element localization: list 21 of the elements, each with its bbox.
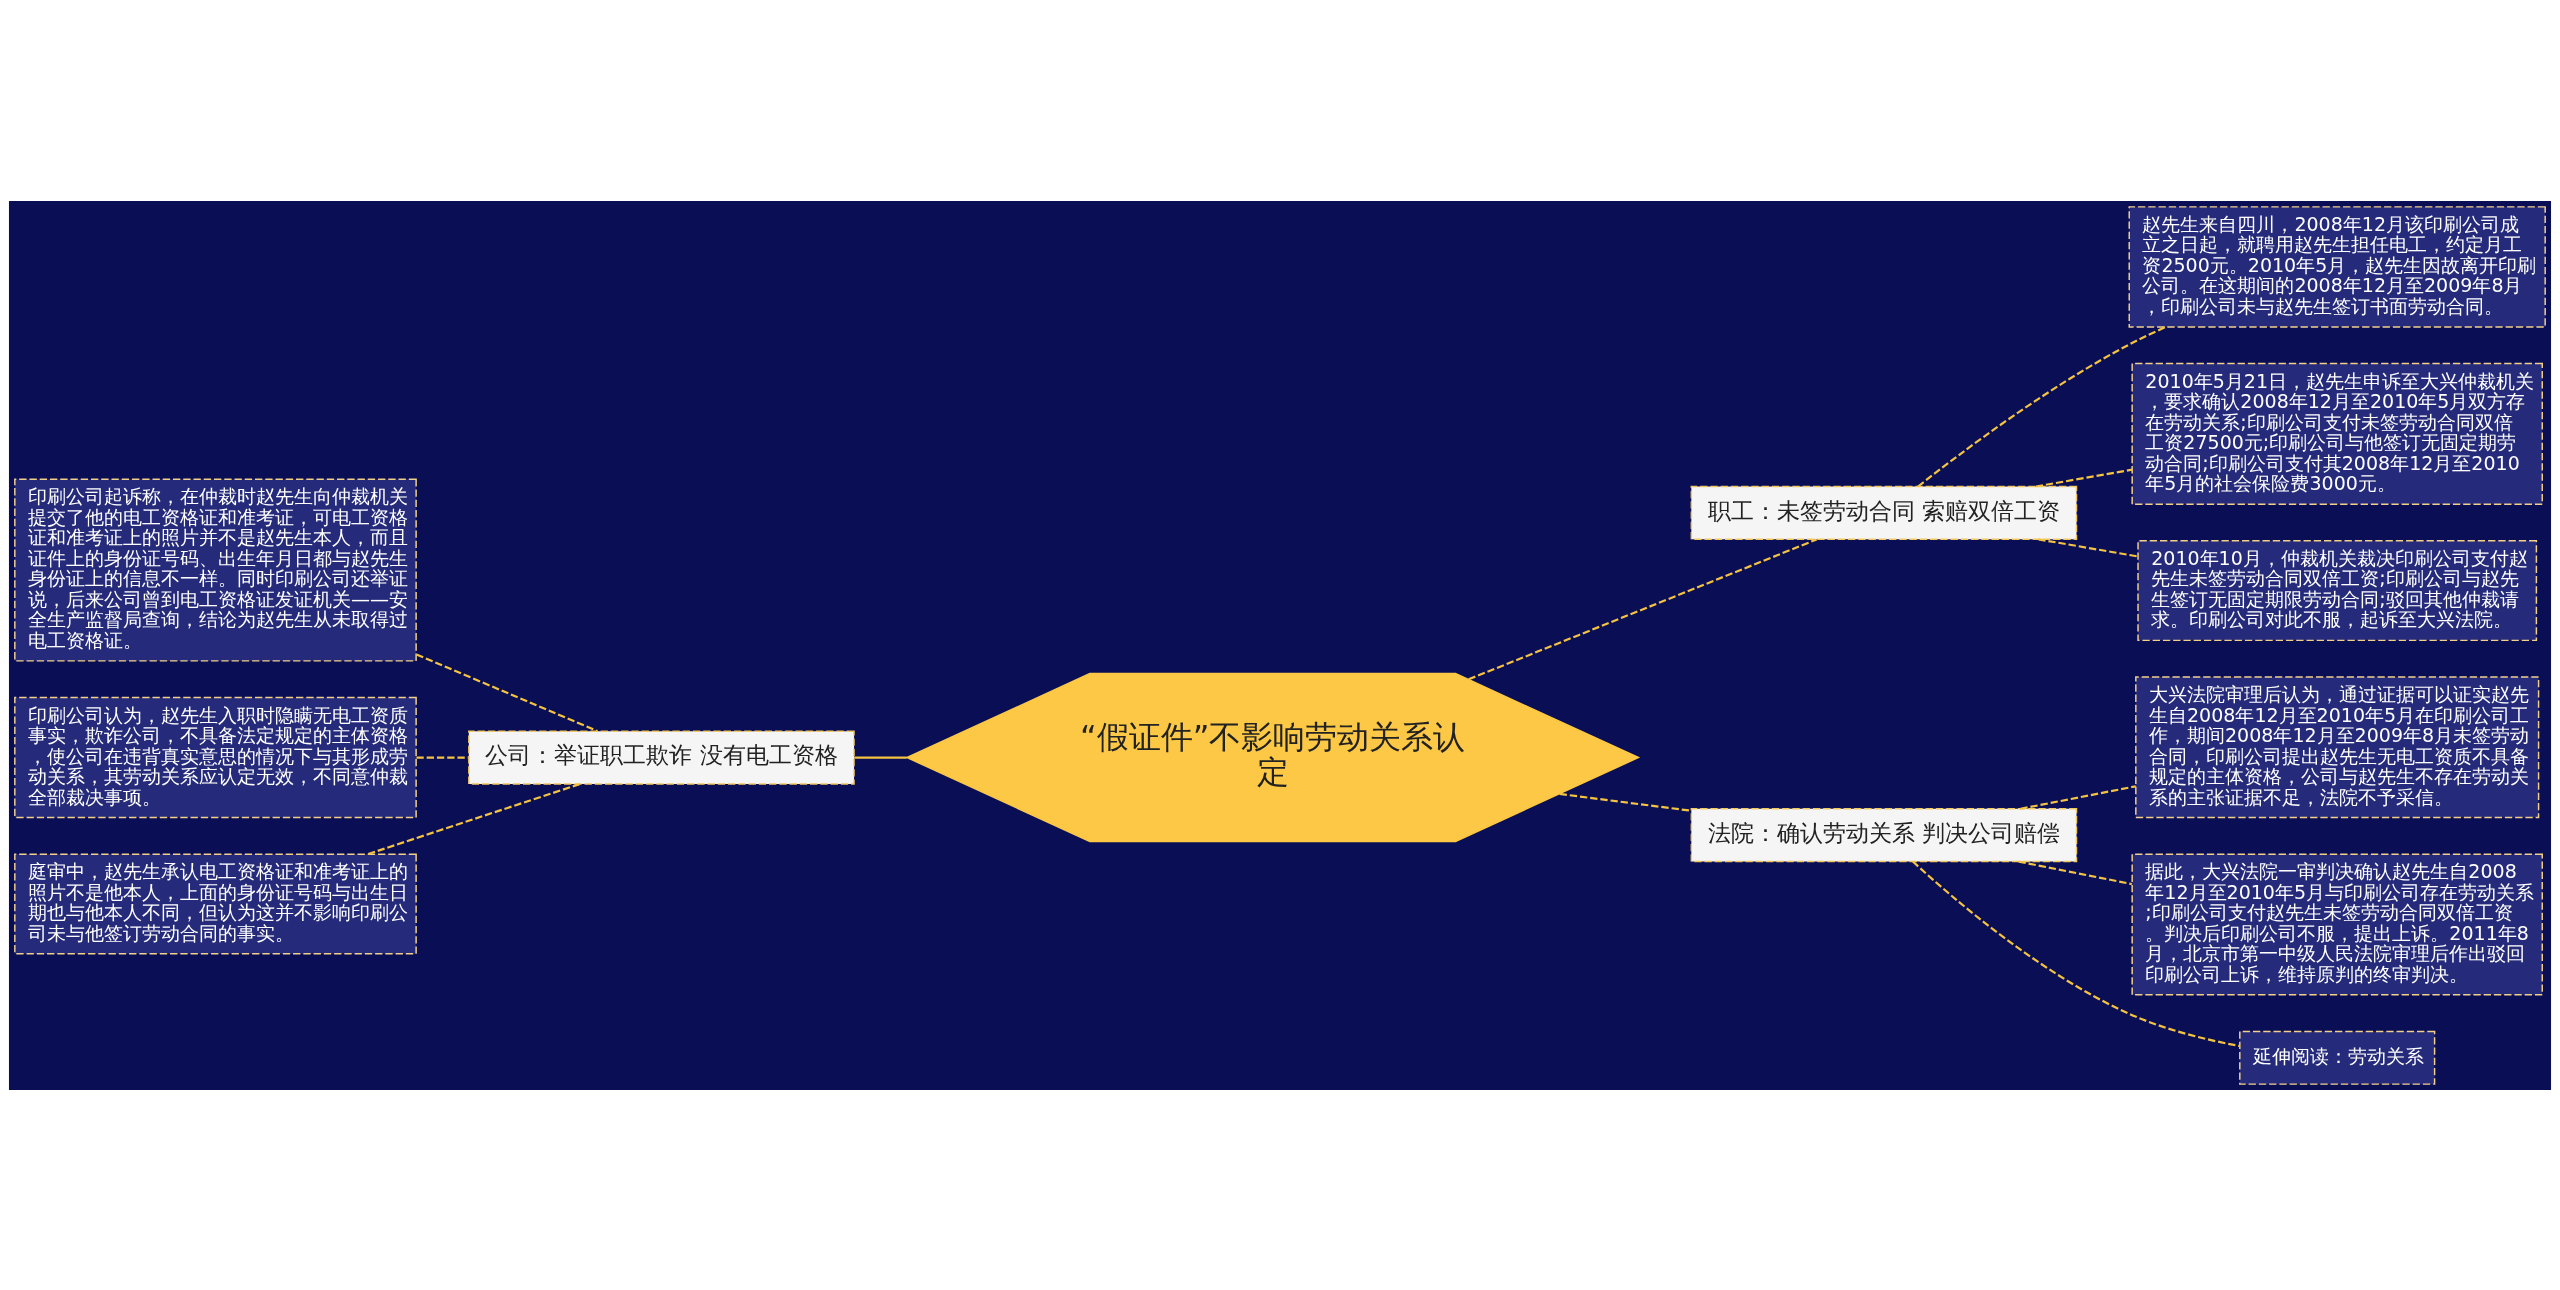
connector xyxy=(1912,860,2240,1047)
node-box: 印刷公司起诉称，在仲裁时赵先生向仲裁机关提交了他的电工资格证和准考证，可电工资格证和准考证上的照片并不是赵先生本人，而且证件上的身份证号码、出生年月日都与赵先生身份证上的信息不一样。同时印刷公司还举证说，后来公司曾到电工资格证发证机关——安全生产监督局查询，结论为赵先生从未取得过电工资格证。 xyxy=(14,478,417,662)
node-box: 公司：举证职工欺诈 没有电工资格 xyxy=(468,729,855,785)
connector xyxy=(1468,537,1818,680)
node-box: 印刷公司认为，赵先生入职时隐瞒无电工资质事实，欺诈公司，不具备法定规定的主体资格，使公司在违背真实意思的情况下与其形成劳动关系，其劳动关系应认定无效，不同意仲裁全部裁决事项。 xyxy=(14,696,417,818)
node-box: 赵先生来自四川，2008年12月该印刷公司成立之日起，就聘用赵先生担任电工，约定月工资2500元。2010年5月，赵先生因故离开印刷公司。在这期间的2008年12月至2009年8月，印刷公司未与赵先生签订书面劳动合同。 xyxy=(2128,205,2546,328)
node-box: 据此，大兴法院一审判决确认赵先生自2008年12月至2010年5月与印刷公司存在劳动关系;印刷公司支付赵先生未签劳动合同双倍工资。判决后印刷公司不服，提出上诉。2011年8月，北京市第一中级人民法院审理后作出驳回印刷公司上诉，维持原判的终审判决。 xyxy=(2131,852,2543,996)
node-box: 延伸阅读：劳动关系 xyxy=(2239,1030,2436,1085)
node-box: 职工：未签劳动合同 索赔双倍工资 xyxy=(1690,485,2078,540)
node-box: 2010年5月21日，赵先生申诉至大兴仲裁机关，要求确认2008年12月至2010年5月双方存在劳动关系;印刷公司支付未签劳动合同双倍工资27500元;印刷公司与他签订无固定期劳动合同;印刷公司支付其2008年12月至2010年5月的社会保险费3000元。 xyxy=(2131,362,2543,505)
node-box: 2010年10月，仲裁机关裁决印刷公司支付赵先生未签劳动合同双倍工资;印刷公司与赵先生签订无固定期限劳动合同;驳回其他仲裁请求。印刷公司对此不服，起诉至大兴法院。 xyxy=(2137,539,2538,641)
connector xyxy=(2038,537,2139,558)
connector xyxy=(2035,468,2133,488)
connector xyxy=(1559,792,1692,812)
node-box: 大兴法院审理后认为，通过证据可以证实赵先生自2008年12月至2010年5月在印刷公司工作，期间2008年12月至2009年8月未签劳动合同，印刷公司提出赵先生无电工资质不具备规定的主体资格，公司与赵先生不存在劳动关系的主张证据不足，法院不予采信。 xyxy=(2135,675,2540,818)
node-box: 庭审中，赵先生承认电工资格证和准考证上的照片不是他本人，上面的身份证号码与出生日期也与他本人不同，但认为这并不影响印刷公司未与他签订劳动合同的事实。 xyxy=(14,852,417,954)
connector xyxy=(854,755,907,759)
connector xyxy=(2018,860,2133,885)
connector xyxy=(416,652,598,732)
connector xyxy=(2020,784,2136,810)
node-box: 法院：确认劳动关系 判决公司赔偿 xyxy=(1690,807,2078,862)
